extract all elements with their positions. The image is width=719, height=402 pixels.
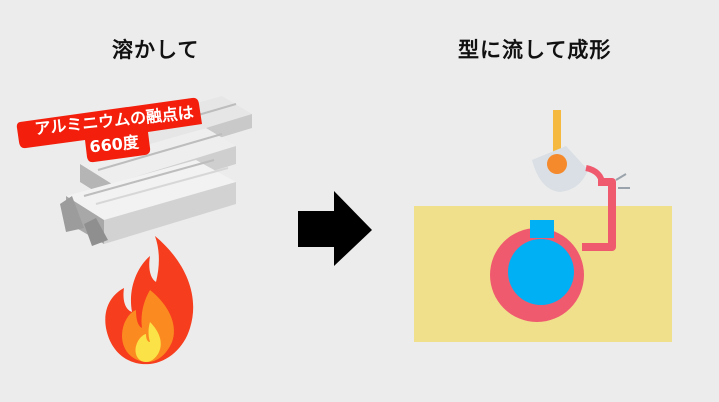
badge-background <box>16 97 202 163</box>
casting-ladle-icon <box>532 110 630 192</box>
heading-cast: 型に流して成形 <box>458 38 612 62</box>
heading-melt: 溶かして <box>112 38 200 62</box>
mold-icon <box>414 178 672 342</box>
melting-point-badge: アルミニウムの融点は 660度 <box>14 82 214 166</box>
